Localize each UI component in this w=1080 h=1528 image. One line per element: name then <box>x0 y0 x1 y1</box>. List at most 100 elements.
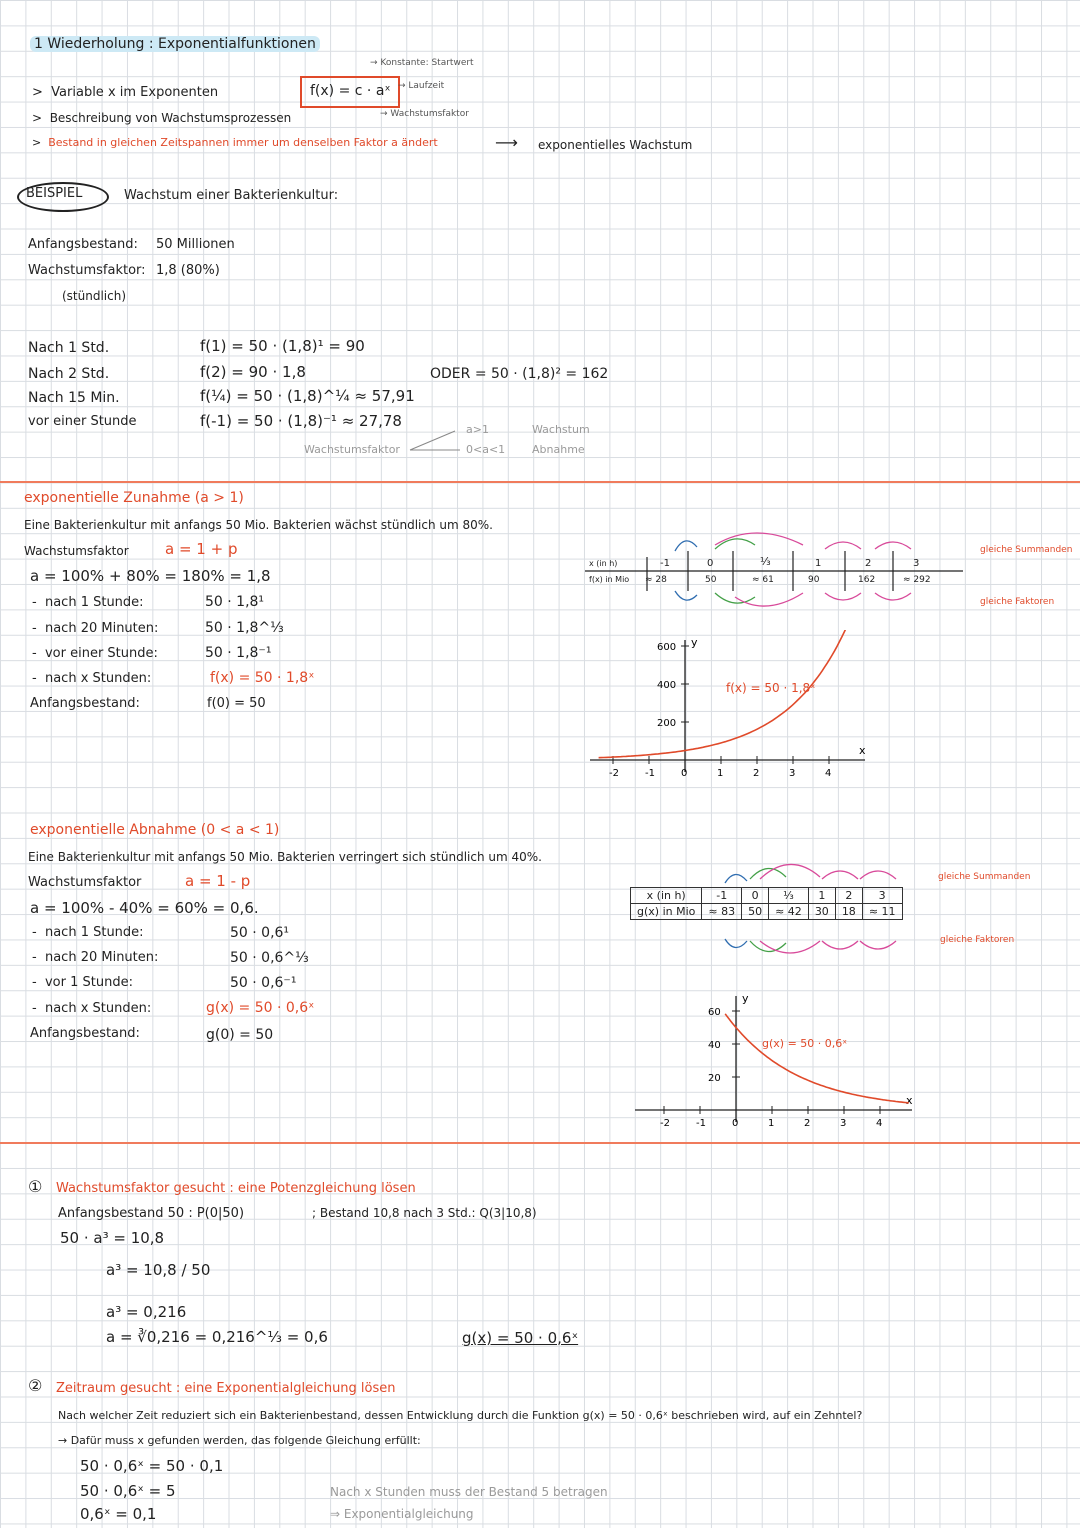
decay-side-1: gleiche Summanden <box>938 872 1031 882</box>
growth-calc-line: a = 100% + 80% = 180% = 1,8 <box>30 567 271 585</box>
y-tick-label: 40 <box>708 1040 721 1051</box>
task2-note-2: ⇒ Exponentialgleichung <box>330 1507 474 1521</box>
row-label-2: Nach 2 Std. <box>28 366 110 382</box>
x-tick-label: 0 <box>732 1118 738 1129</box>
example-title: Wachstum einer Bakterienkultur: <box>124 188 339 203</box>
formula: f(x) = c · aˣ <box>310 83 391 99</box>
decay-x-5: 3 <box>861 887 903 904</box>
decay-item-3-value: 50 · 0,6⁻¹ <box>230 975 297 991</box>
cond1-word: Wachstum <box>532 423 590 436</box>
task2-number: ② <box>28 1376 43 1395</box>
growth-heading: exponentielle Zunahme (a > 1) <box>24 490 244 506</box>
y-tick-label: 200 <box>657 718 676 729</box>
decay-side-2: gleiche Faktoren <box>940 935 1015 945</box>
beispiel-tag: BEISPIEL <box>26 186 83 201</box>
annot-c: → Konstante: Startwert <box>370 58 474 68</box>
decay-factor-formula: a = 1 - p <box>185 872 251 890</box>
x-tick-label: -1 <box>696 1118 706 1129</box>
row-calc-2: f(2) = 90 · 1,8 <box>200 363 306 381</box>
decay-item-5-value: g(0) = 50 <box>206 1027 274 1043</box>
x-axis-label: x <box>906 1094 913 1107</box>
annot-x: → Laufzeit <box>398 81 445 91</box>
wf-note: Wachstumsfaktor <box>304 443 400 456</box>
task1-line-3: a³ = 0,216 <box>106 1303 187 1321</box>
function-curve <box>598 630 847 759</box>
growth-y-4: 162 <box>858 575 876 585</box>
growth-factor-formula: a = 1 + p <box>165 540 238 558</box>
task2-question: Nach welcher Zeit reduziert sich ein Bak… <box>58 1409 863 1422</box>
x-tick-label: 3 <box>789 768 795 779</box>
decay-item-3: - vor 1 Stunde: <box>32 975 133 990</box>
decay-y-1: 50 <box>741 903 770 920</box>
factor-label: Wachstumsfaktor: <box>28 263 146 278</box>
decay-y-4: 18 <box>834 903 863 920</box>
page-title: 1 Wiederholung : Exponentialfunktionen <box>30 36 320 52</box>
decay-table-arrows <box>724 863 897 954</box>
decay-item-4: - nach x Stunden: <box>32 1001 152 1016</box>
task2-line-2: 50 · 0,6ˣ = 5 <box>80 1482 176 1500</box>
growth-y-0: ≈ 28 <box>645 575 667 585</box>
growth-table-xlabel: x (in h) <box>589 559 618 568</box>
growth-y-2: ≈ 61 <box>752 575 774 585</box>
decay-factor-label: Wachstumsfaktor <box>28 875 142 890</box>
decay-item-1: - nach 1 Stunde: <box>32 925 144 940</box>
growth-y-3: 90 <box>808 575 820 585</box>
arrow-result: exponentielles Wachstum <box>538 138 693 152</box>
growth-intro: Eine Bakterienkultur mit anfangs 50 Mio.… <box>24 518 493 532</box>
growth-item-1: - nach 1 Stunde: <box>32 595 144 610</box>
decay-item-4-value: g(x) = 50 · 0,6ˣ <box>206 1000 315 1016</box>
factor-value: 1,8 (80%) <box>156 263 220 278</box>
task2-line-3: 0,6ˣ = 0,1 <box>80 1505 157 1523</box>
decay-y-2: ≈ 42 <box>768 903 809 920</box>
growth-table-ylabel: f(x) in Mio <box>589 575 630 584</box>
decay-x-2: ⅓ <box>768 887 809 904</box>
x-tick-label: 4 <box>876 1118 882 1129</box>
divider-2 <box>0 1142 1080 1144</box>
decay-table-ylabel: g(x) in Mio <box>629 903 703 920</box>
function-curve <box>724 1013 909 1104</box>
row-calc-1: f(1) = 50 · (1,8)¹ = 90 <box>200 337 365 355</box>
x-tick-label: 4 <box>825 768 831 779</box>
growth-x-2: ⅓ <box>760 555 771 568</box>
growth-item-4: - nach x Stunden: <box>32 671 152 686</box>
divider-1 <box>0 481 1080 483</box>
growth-item-1-value: 50 · 1,8¹ <box>205 594 265 610</box>
x-axis-label: x <box>859 744 866 757</box>
cond2: 0<a<1 <box>466 443 506 456</box>
arrow-right-icon: ⟶ <box>495 133 518 152</box>
growth-item-2-value: 50 · 1,8^⅓ <box>205 620 284 636</box>
task1-line-1: 50 · a³ = 10,8 <box>60 1229 165 1247</box>
decay-y-0: ≈ 83 <box>701 903 743 920</box>
growth-x-3: 1 <box>815 558 822 569</box>
x-tick-label: 3 <box>840 1118 846 1129</box>
task2-heading: Zeitraum gesucht : eine Exponentialgleic… <box>56 1381 396 1396</box>
growth-x-0: -1 <box>660 558 670 569</box>
decay-item-5: Anfangsbestand: <box>30 1026 140 1041</box>
start-value: 50 Millionen <box>156 237 235 252</box>
growth-item-4-value: f(x) = 50 · 1,8ˣ <box>210 670 315 686</box>
x-tick-label: 0 <box>681 768 687 779</box>
decay-value-table: x (in h) -1 0 ⅓ 1 2 3 g(x) in Mio ≈ 83 5… <box>629 887 903 920</box>
growth-item-5-value: f(0) = 50 <box>207 696 266 711</box>
task1-line-2: a³ = 10,8 / 50 <box>106 1261 211 1279</box>
decay-calc-line: a = 100% - 40% = 60% = 0,6. <box>30 899 259 917</box>
per-hour: (stündlich) <box>62 289 127 303</box>
growth-y-1: 50 <box>705 575 717 585</box>
x-tick-label: 1 <box>717 768 723 779</box>
decay-item-2: - nach 20 Minuten: <box>32 950 159 965</box>
x-tick-label: -1 <box>645 768 655 779</box>
growth-item-3: - vor einer Stunde: <box>32 646 158 661</box>
task2-note-1: Nach x Stunden muss der Bestand 5 betrag… <box>330 1485 608 1499</box>
bullet-1: > Variable x im Exponenten <box>32 85 219 100</box>
decay-y-3: 30 <box>807 903 836 920</box>
growth-x-4: 2 <box>865 558 872 569</box>
growth-table-arrows <box>585 532 963 607</box>
row-calc-4: f(-1) = 50 · (1,8)⁻¹ ≈ 27,78 <box>200 412 402 430</box>
task1-given: Anfangsbestand 50 : P(0|50) <box>58 1206 245 1221</box>
growth-y-5: ≈ 292 <box>903 575 931 585</box>
growth-factor-label: Wachstumsfaktor <box>24 544 129 558</box>
task1-number: ① <box>28 1177 43 1196</box>
x-tick-label: -2 <box>609 768 619 779</box>
decay-x-3: 1 <box>807 887 836 904</box>
decay-heading: exponentielle Abnahme (0 < a < 1) <box>30 822 280 838</box>
